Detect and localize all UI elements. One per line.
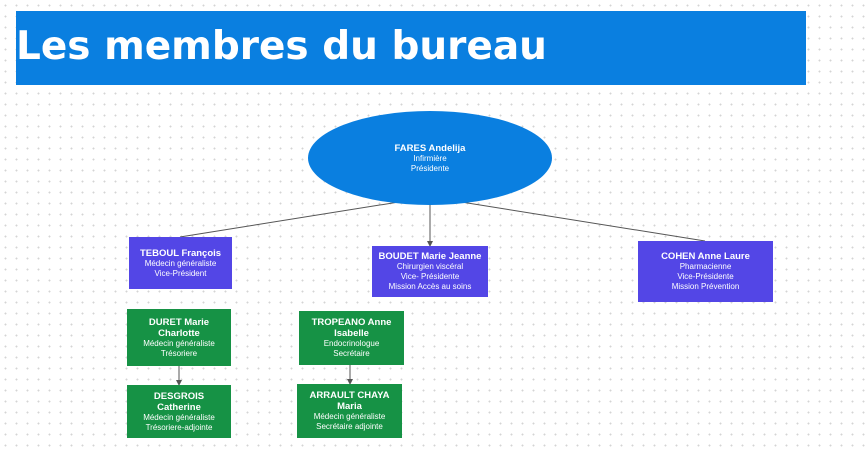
node-detail: Chirurgien viscéral (396, 262, 464, 271)
node-name: ARRAULT CHAYA Maria (309, 390, 390, 412)
node-detail: Vice-Président (154, 268, 207, 278)
node-detail: Vice-Présidente (677, 272, 734, 281)
node-detail: Trésoriere (160, 348, 198, 358)
node-detail: Présidente (410, 163, 450, 173)
node-name: DURET Marie Charlotte (148, 316, 210, 339)
node-teboul-francois[interactable]: TEBOUL François Médecin généraliste Vice… (129, 237, 232, 289)
node-name: BOUDET Marie Jeanne (378, 251, 482, 262)
node-boudet-marie-jeanne[interactable]: BOUDET Marie Jeanne Chirurgien viscéral … (372, 246, 488, 297)
node-detail: Médecin généraliste (144, 258, 217, 268)
node-detail: Infirmière (413, 153, 447, 163)
node-name: DESGROIS Catherine (153, 390, 205, 413)
node-desgrois-catherine[interactable]: DESGROIS Catherine Médecin généraliste T… (127, 385, 231, 438)
node-detail: Endocrinologue (323, 339, 380, 348)
node-detail: Médecin généraliste (143, 412, 215, 422)
node-detail: Trésoriere-adjointe (145, 422, 213, 432)
connector-fares-cohen (429, 196, 706, 242)
node-name: TEBOUL François (139, 247, 222, 259)
node-name: TROPEANO Anne Isabelle (311, 317, 392, 339)
node-detail: Secrétaire adjointe (316, 422, 383, 431)
node-detail: Mission Accès au soins (388, 282, 472, 291)
node-tropeano-anne-isabelle[interactable]: TROPEANO Anne Isabelle Endocrinologue Se… (299, 311, 404, 365)
node-detail: Mission Prévention (671, 282, 740, 291)
node-detail: Vice- Présidente (400, 272, 460, 281)
node-cohen-anne-laure[interactable]: COHEN Anne Laure Pharmacienne Vice-Prési… (638, 241, 773, 302)
connector-fares-teboul (179, 196, 431, 238)
page-title: Les membres du bureau (16, 24, 547, 69)
node-fares-andelija[interactable]: FARES Andelija Infirmière Présidente (308, 111, 552, 205)
node-name: COHEN Anne Laure (661, 251, 750, 262)
title-banner (16, 11, 806, 85)
node-detail: Médecin généraliste (313, 412, 386, 421)
node-arrault-chaya-maria[interactable]: ARRAULT CHAYA Maria Médecin généraliste … (297, 384, 402, 438)
node-detail: Médecin généraliste (143, 338, 215, 348)
node-name: FARES Andelija (394, 142, 466, 154)
node-duret-marie-charlotte[interactable]: DURET Marie Charlotte Médecin généralist… (127, 309, 231, 366)
node-detail: Pharmacienne (679, 262, 732, 271)
node-detail: Secrétaire (333, 349, 370, 358)
